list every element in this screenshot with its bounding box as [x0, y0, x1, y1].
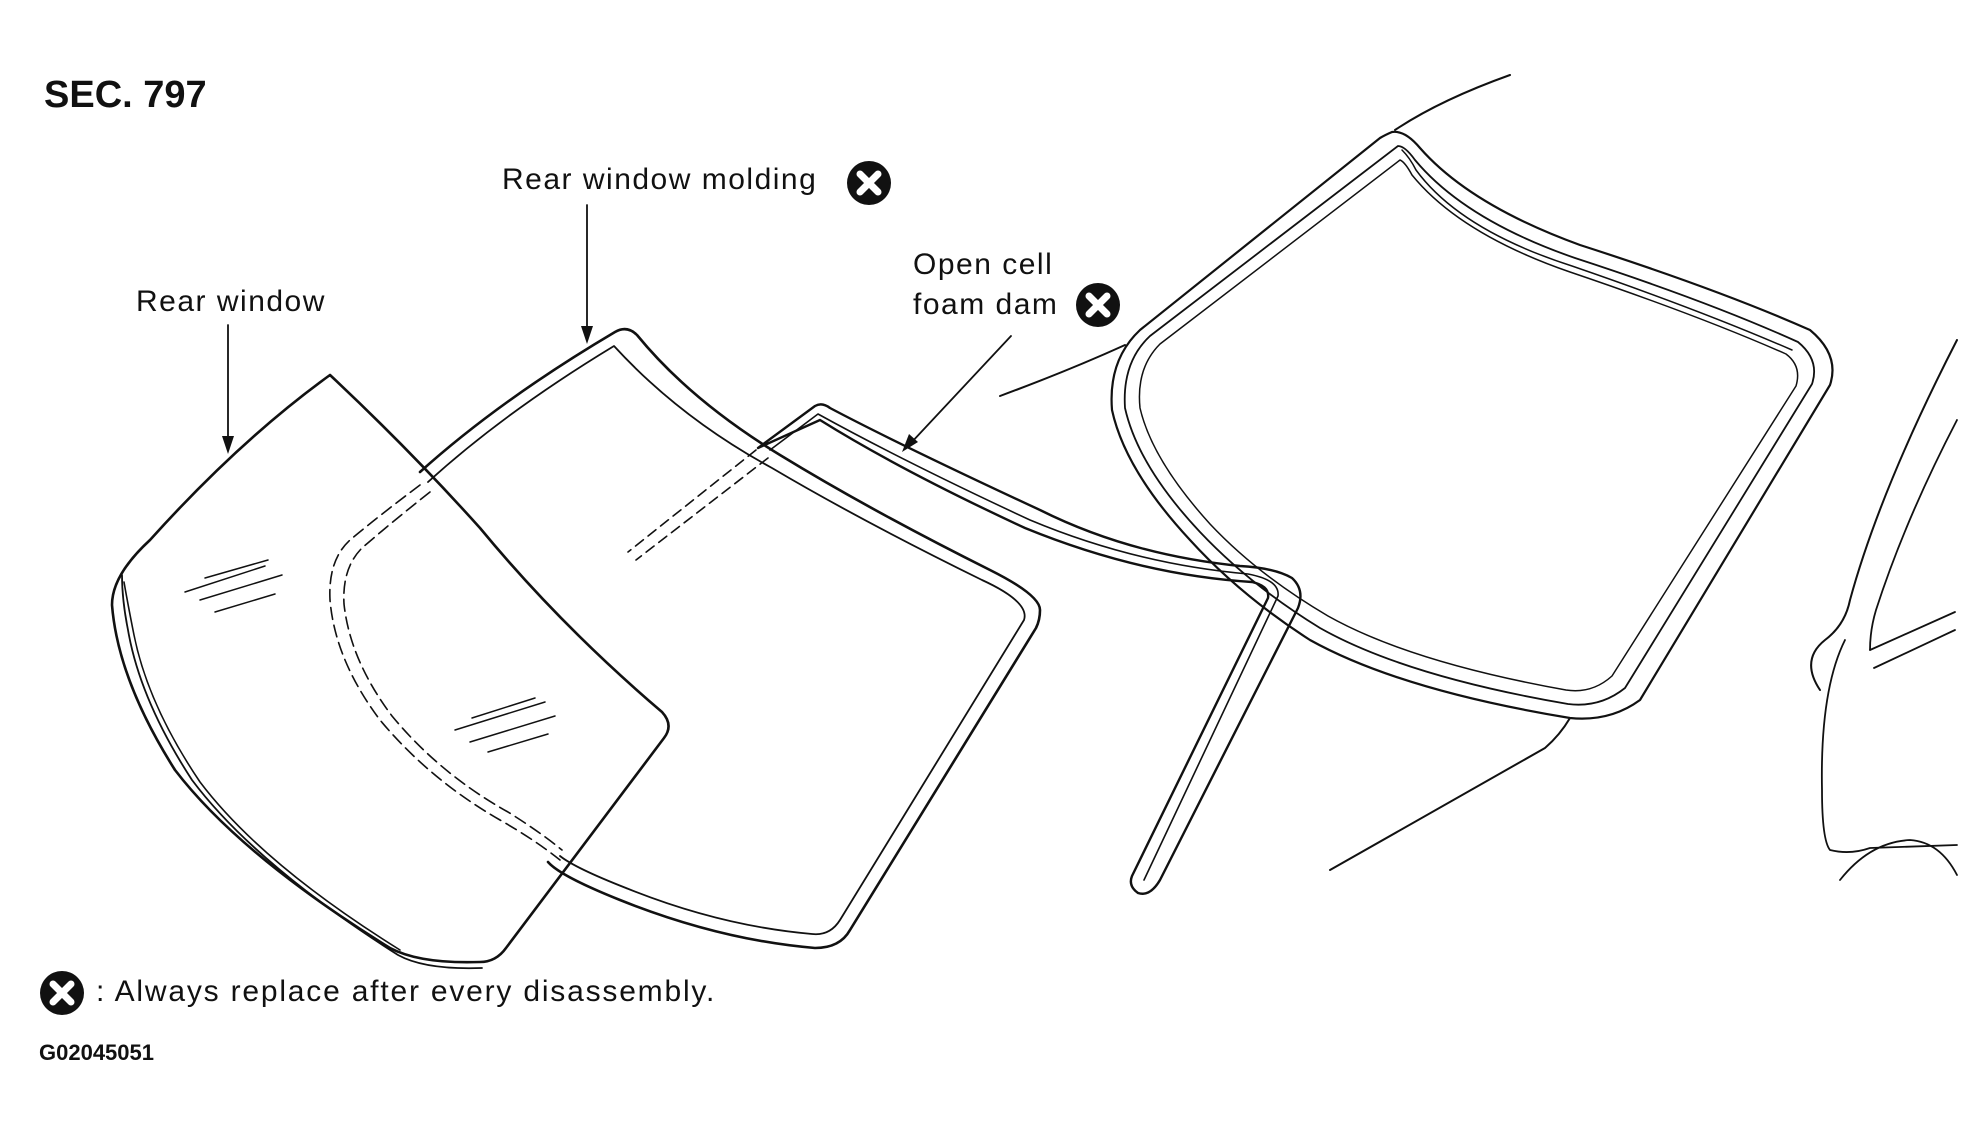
legend-x-circle-icon — [40, 971, 84, 1015]
foam-dam-outer — [756, 403, 1302, 895]
car-rear-pillar — [1810, 339, 1958, 691]
label-rear-window: Rear window — [136, 285, 326, 318]
molding-outer — [418, 327, 1042, 950]
section-label: SEC. 797 — [44, 74, 207, 116]
car-roof-line — [1394, 74, 1511, 131]
leader-arrows — [227, 204, 1012, 451]
x-circle-icon — [1076, 283, 1120, 327]
leader-foam-dam — [909, 335, 1012, 445]
glare-mark-5 — [454, 701, 546, 731]
label-foam-dam-line2: foam dam — [913, 288, 1059, 321]
foam-dam-hidden-1 — [627, 449, 757, 553]
glare-mark-2 — [204, 559, 269, 579]
glare-mark-4 — [214, 593, 276, 613]
x-circle-icon — [847, 161, 891, 205]
car-front-line — [999, 344, 1126, 397]
foam-dam-drawing — [627, 403, 1302, 895]
glass-outer-edge — [110, 373, 670, 964]
car-bumper-line — [1839, 839, 1958, 881]
window-opening-outer — [1110, 130, 1834, 720]
arrowhead-molding — [581, 326, 593, 344]
glass-edge-inner — [123, 581, 401, 951]
window-opening-inner-3 — [1401, 149, 1793, 351]
car-body-outline — [999, 74, 1958, 881]
arrowhead-foam-dam — [902, 434, 918, 452]
figure-code: G02045051 — [39, 1040, 154, 1065]
car-tail-panel-2 — [1873, 629, 1956, 669]
foam-dam-inner — [769, 413, 1279, 881]
label-foam-dam-line1: Open cell — [913, 248, 1054, 281]
arrowhead-rear-window — [222, 436, 234, 454]
foam-dam-hidden-2 — [635, 457, 769, 561]
rear-window-glass-drawing — [110, 373, 670, 970]
window-opening-inner — [1123, 145, 1816, 706]
car-tail-panel — [1869, 611, 1956, 651]
molding-hidden-edge-1 — [329, 484, 561, 861]
legend-text: : Always replace after every disassembly… — [96, 975, 717, 1008]
glare-mark-8 — [487, 733, 549, 753]
molding-inner — [427, 345, 1026, 936]
molding-hidden-edge-2 — [343, 491, 563, 851]
car-deck-line — [1329, 717, 1571, 871]
glass-thickness-edge — [121, 574, 483, 970]
car-quarter-line — [1820, 639, 1958, 853]
glare-mark-1 — [184, 565, 266, 593]
molding-drawing — [329, 327, 1042, 950]
window-opening-inner-2 — [1138, 159, 1799, 692]
car-rear-pillar-inner — [1869, 419, 1958, 651]
glare-mark-3 — [199, 574, 283, 601]
glare-mark-6 — [471, 697, 536, 719]
glare-mark-7 — [469, 715, 556, 743]
label-rear-window-molding: Rear window molding — [502, 163, 818, 196]
